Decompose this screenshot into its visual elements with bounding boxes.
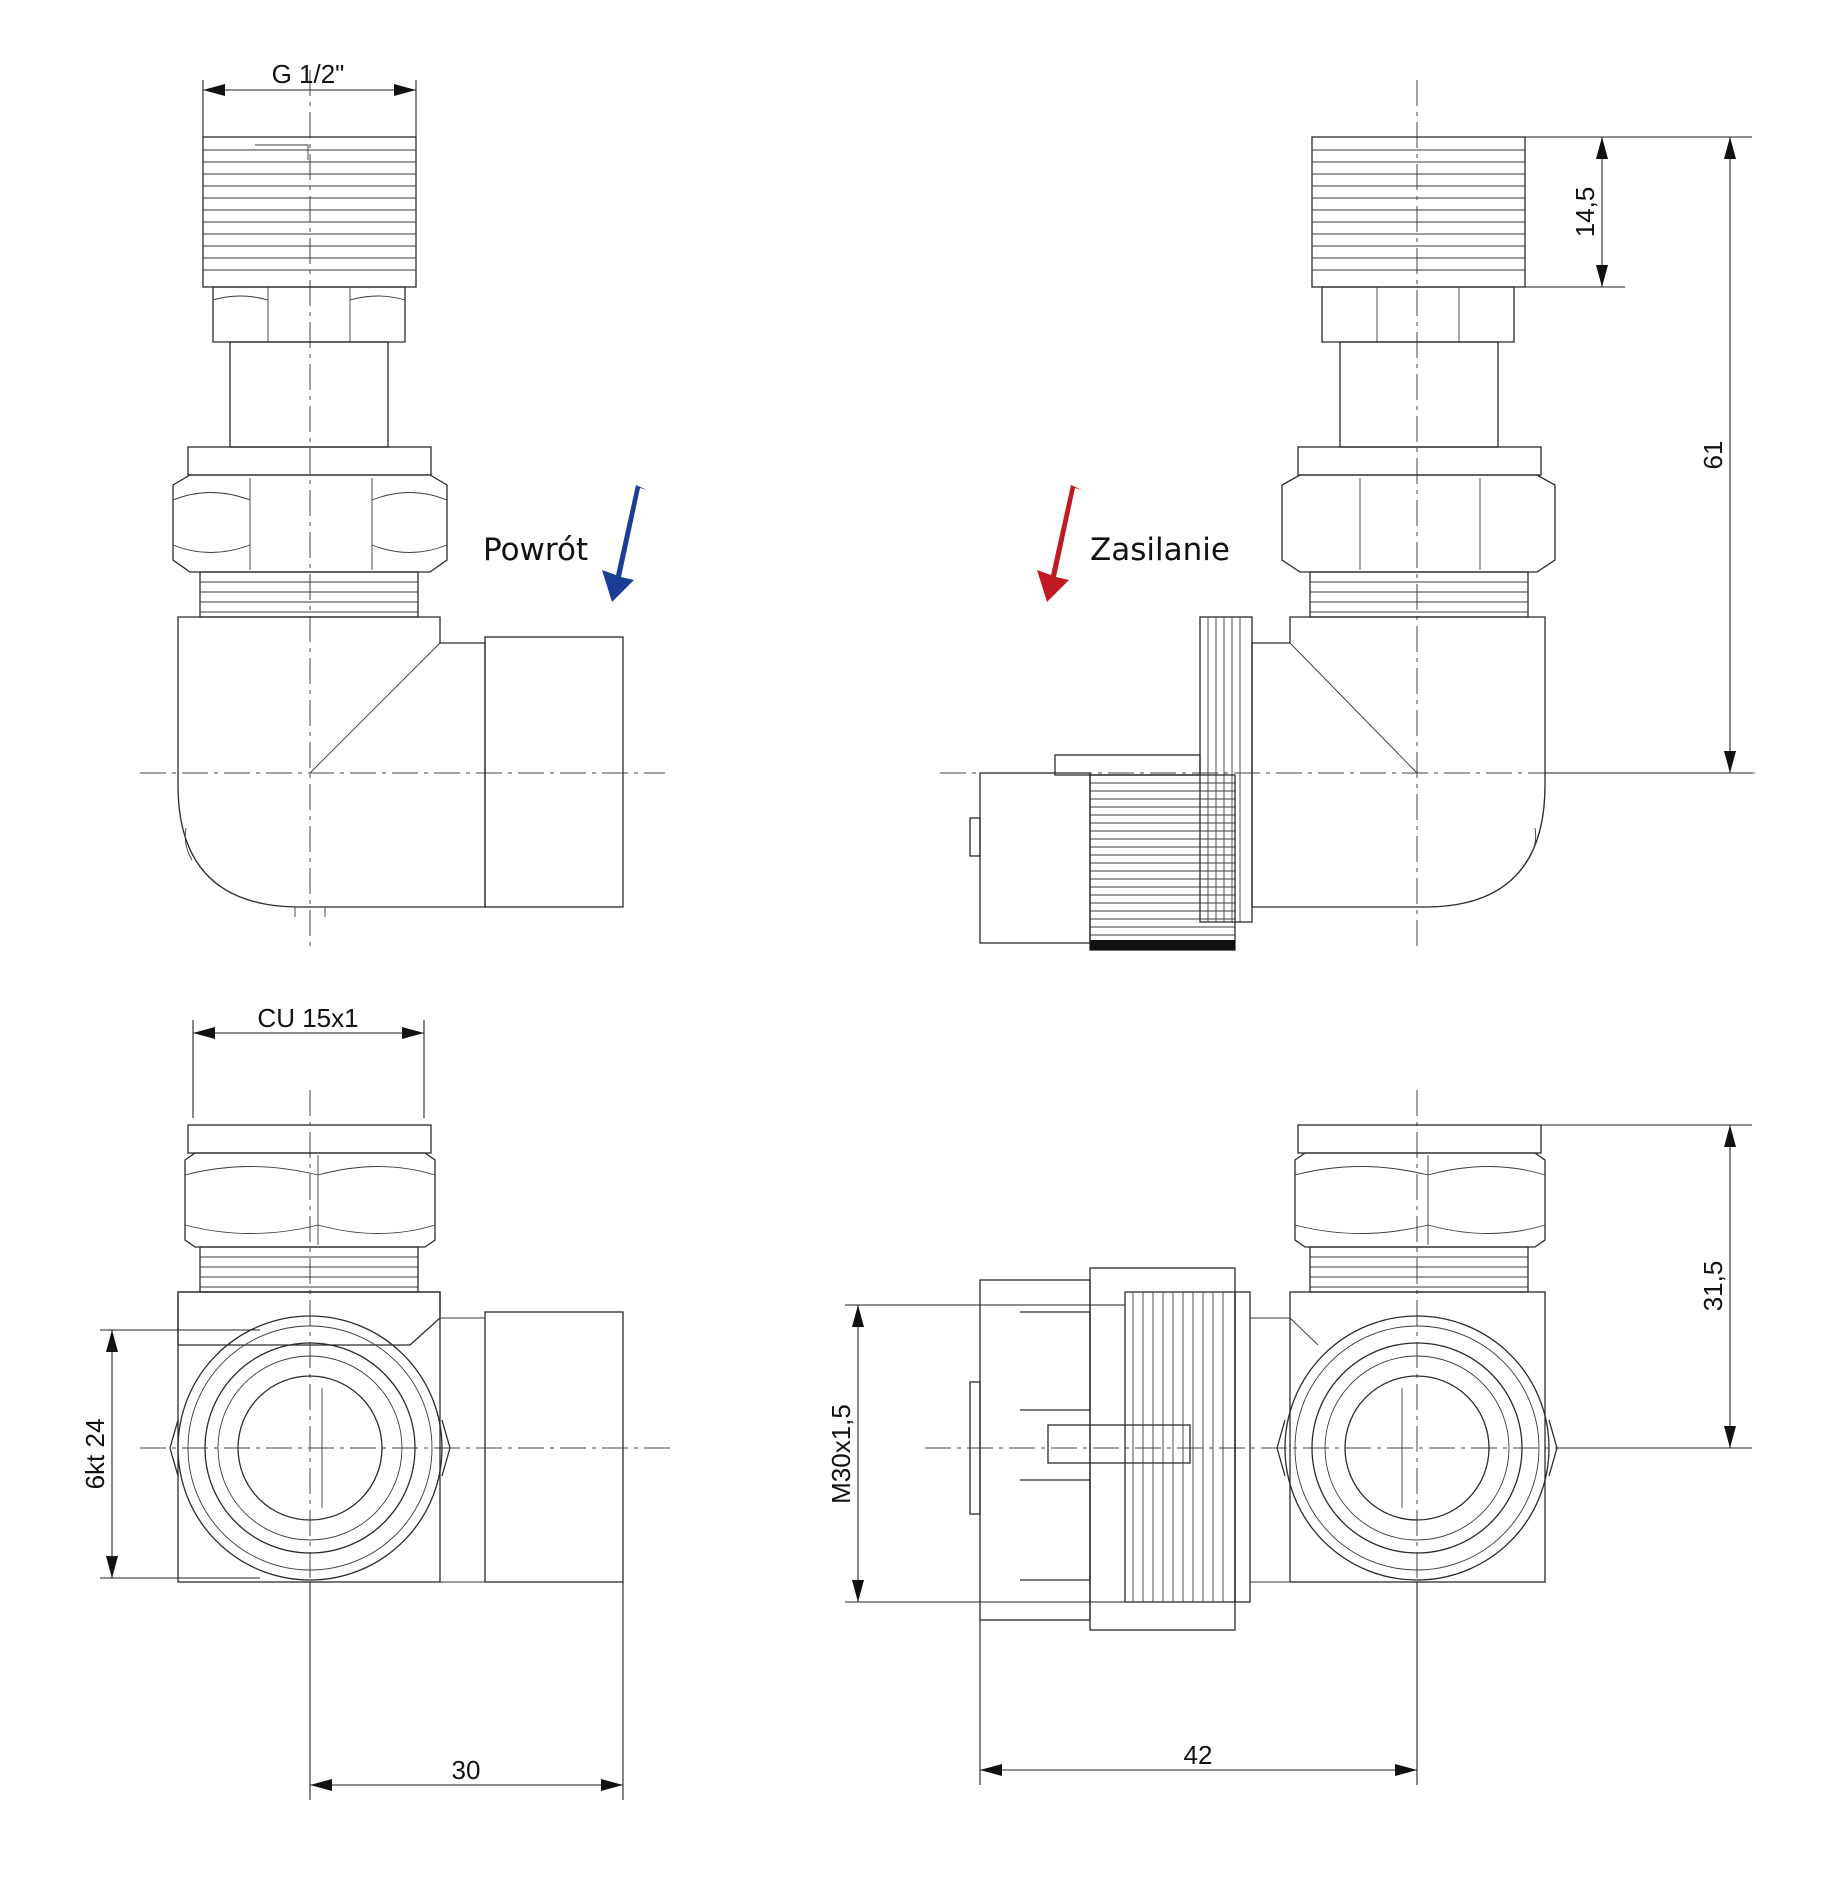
return-label: Powrót — [483, 532, 588, 568]
dimension-thread-top: G 1/2" — [202, 59, 417, 137]
dim-label-thread-height: 14,5 — [1570, 187, 1600, 238]
dimension-total-height: 61 — [1545, 136, 1752, 774]
dimension-hex: 6kt 24 — [80, 1329, 260, 1579]
dim-label-body-width: 42 — [1184, 1740, 1213, 1770]
return-arrow-icon — [602, 485, 647, 602]
supply-label: Zasilanie — [1090, 532, 1230, 568]
dim-label-pipe: CU 15x1 — [257, 1003, 358, 1033]
view-supply-elevation — [940, 80, 1755, 951]
supply-arrow-icon — [1037, 485, 1082, 602]
dim-label-axis-height: 31,5 — [1698, 1261, 1728, 1312]
dim-label-hex: 6kt 24 — [80, 1419, 110, 1490]
dimension-body-width: 42 — [979, 1582, 1418, 1785]
return-flow-indicator: Powrót — [483, 485, 647, 602]
dim-label-nut-thread: M30x1,5 — [826, 1404, 856, 1504]
m30-thread-lines — [1132, 1292, 1224, 1602]
dimension-thread-height: 14,5 — [1525, 136, 1625, 288]
knurl-lines — [1090, 782, 1235, 936]
dim-label-thread-top: G 1/2" — [272, 59, 345, 89]
dim-label-body-depth: 30 — [452, 1755, 481, 1785]
supply-flow-indicator: Zasilanie — [1037, 485, 1230, 602]
view-supply-front — [925, 1090, 1755, 1780]
thread-lines-top-left — [203, 149, 416, 271]
dimension-body-depth: 30 — [309, 1582, 624, 1800]
dimension-nut-thread: M30x1,5 — [826, 1304, 1125, 1603]
dimension-pipe: CU 15x1 — [192, 1003, 425, 1118]
dim-label-total-height: 61 — [1698, 441, 1728, 470]
view-return-front — [140, 1090, 670, 1780]
dimension-axis-height: 31,5 — [1541, 1124, 1752, 1449]
view-return-elevation — [140, 70, 665, 950]
